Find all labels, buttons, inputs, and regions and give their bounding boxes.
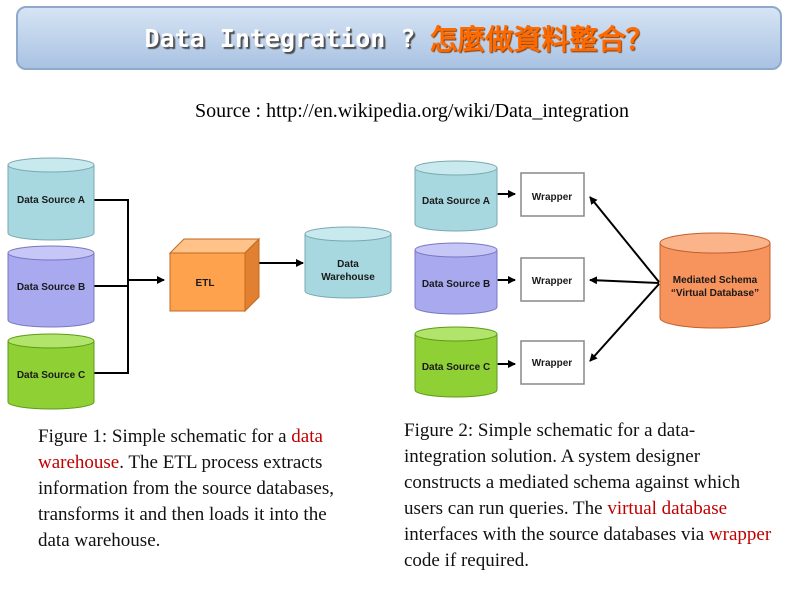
figure2-data-source-a: Data Source A	[414, 160, 498, 232]
figure2-caption-text: Figure 2: Simple schematic for a data-in…	[404, 420, 741, 519]
figure1-warehouse-label-line2: Warehouse	[321, 272, 375, 283]
figure2-diagram: Data Source A Data Source B Data Source …	[414, 160, 771, 398]
data-warehouse-link[interactable]: data warehouse	[38, 426, 323, 473]
title-chinese: 怎麼做資料整合？	[429, 23, 654, 56]
figure2-data-source-c: Data Source C	[414, 326, 498, 398]
figure2-caption: Figure 2: Simple schematic for a data-in…	[404, 418, 774, 574]
figure1-etl-box: ETL	[168, 237, 261, 313]
figure1-etl-label: ETL	[196, 278, 215, 289]
figure1-caption-text-rest: . The ETL process extracts information f…	[38, 452, 334, 551]
figure2-source-a-label: Data Source A	[422, 196, 490, 207]
figure1-warehouse-label-line1: Data	[337, 259, 359, 270]
figure2-wrapper-c: Wrapper	[520, 340, 585, 385]
figure1-caption-text: Figure 1: Simple schematic for a	[38, 426, 292, 447]
figure2-source-c-label: Data Source C	[422, 362, 490, 373]
figure2-caption-text-middle: interfaces with the source databases via	[404, 524, 709, 545]
figure2-wrapper-b: Wrapper	[520, 257, 585, 302]
figure1-data-warehouse: Data Warehouse	[304, 226, 392, 299]
figure1-source-c-label: Data Source C	[17, 370, 85, 381]
figure2-source-b-label: Data Source B	[422, 279, 490, 290]
wrapper-link[interactable]: wrapper	[708, 524, 772, 545]
figure2-data-source-b: Data Source B	[414, 242, 498, 315]
figure2-wrapper-a-label: Wrapper	[532, 192, 572, 203]
virtual-database-link[interactable]: virtual database	[607, 498, 728, 519]
figure2-wrapper-b-label: Wrapper	[532, 276, 572, 287]
figure1-caption: Figure 1: Simple schematic for a data wa…	[38, 424, 358, 554]
figure1-data-source-c: Data Source C	[7, 333, 95, 410]
figure2-wrapper-a: Wrapper	[520, 172, 585, 217]
figure1-data-source-a: Data Source A	[7, 157, 95, 241]
title-english: Data Integration ?	[144, 23, 416, 53]
figure2-caption-text-end: code if required.	[404, 550, 530, 571]
figure2-connectors	[491, 190, 660, 368]
title-bar: Data Integration ? 怎麼做資料整合？	[16, 6, 782, 70]
figure1-source-b-label: Data Source B	[17, 282, 85, 293]
source-citation: Source : http://en.wikipedia.org/wiki/Da…	[195, 100, 629, 122]
figure2-mediated-schema: Mediated Schema “Virtual Database”	[659, 232, 771, 329]
figure2-wrapper-c-label: Wrapper	[532, 358, 572, 369]
figure2-mediated-label-line2: “Virtual Database”	[671, 288, 759, 299]
figure1-connectors	[94, 199, 304, 374]
figure2-mediated-label-line1: Mediated Schema	[673, 275, 758, 286]
figure1-data-source-b: Data Source B	[7, 245, 95, 328]
figure1-diagram: Data Source A Data Source B Data Source …	[7, 157, 392, 410]
figure1-source-a-label: Data Source A	[17, 195, 85, 206]
